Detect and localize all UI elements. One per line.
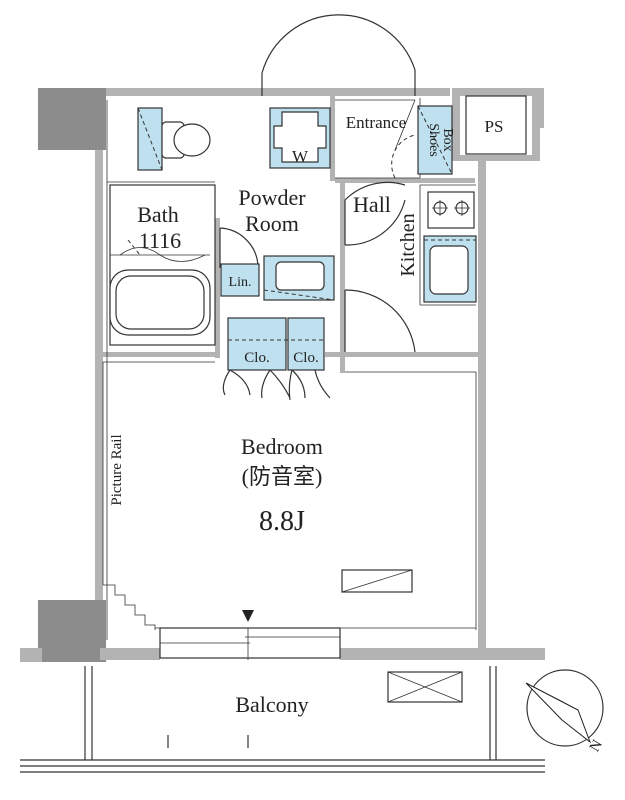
bedroom-door xyxy=(344,289,416,353)
label-powder-1: Powder xyxy=(238,185,306,210)
picture-rail-line xyxy=(103,584,156,630)
compass-icon xyxy=(525,669,604,747)
air-conditioner xyxy=(341,569,413,593)
entrance-inner-door xyxy=(391,134,416,179)
label-bedroom-sub: (防音室) xyxy=(242,464,323,489)
label-box: Box xyxy=(440,128,455,151)
label-balcony: Balcony xyxy=(235,692,308,717)
balcony-window xyxy=(159,610,341,660)
label-powder-2: Room xyxy=(245,211,299,236)
kitchen-stove xyxy=(427,191,475,229)
label-bedroom: Bedroom xyxy=(241,434,323,459)
vanity-sink xyxy=(263,255,335,301)
label-linen: Lin. xyxy=(229,275,252,290)
hall-door xyxy=(344,181,406,201)
linen-cabinet xyxy=(220,263,260,297)
ps-shaft xyxy=(465,95,527,155)
label-closet-1: Clo. xyxy=(244,350,269,366)
washer xyxy=(269,107,331,169)
balcony-rail xyxy=(20,666,545,773)
entrance-inner-door-leaf xyxy=(394,99,416,151)
label-closet-2: Clo. xyxy=(293,350,318,366)
label-shoes: Shoes xyxy=(426,123,441,156)
label-ps: PS xyxy=(485,117,504,136)
bathtub xyxy=(109,184,216,346)
label-bath: Bath xyxy=(137,202,179,227)
label-bedroom-size: 8.8J xyxy=(259,506,305,537)
outdoor-unit xyxy=(387,671,463,703)
bath-door xyxy=(219,227,259,269)
kitchen-sink xyxy=(423,235,477,303)
entrance-door xyxy=(261,14,416,96)
label-entrance: Entrance xyxy=(346,113,406,132)
label-north: N xyxy=(587,737,606,755)
label-picture-rail: Picture Rail xyxy=(109,434,125,505)
label-bath-size: 1116 xyxy=(139,228,181,253)
shoes-box xyxy=(417,105,453,175)
entry-marker xyxy=(242,610,254,622)
toilet xyxy=(137,107,211,171)
label-kitchen: Kitchen xyxy=(397,213,419,276)
label-washer: W xyxy=(292,147,309,166)
closets xyxy=(222,317,331,401)
label-hall: Hall xyxy=(353,192,391,217)
walls xyxy=(20,88,545,662)
